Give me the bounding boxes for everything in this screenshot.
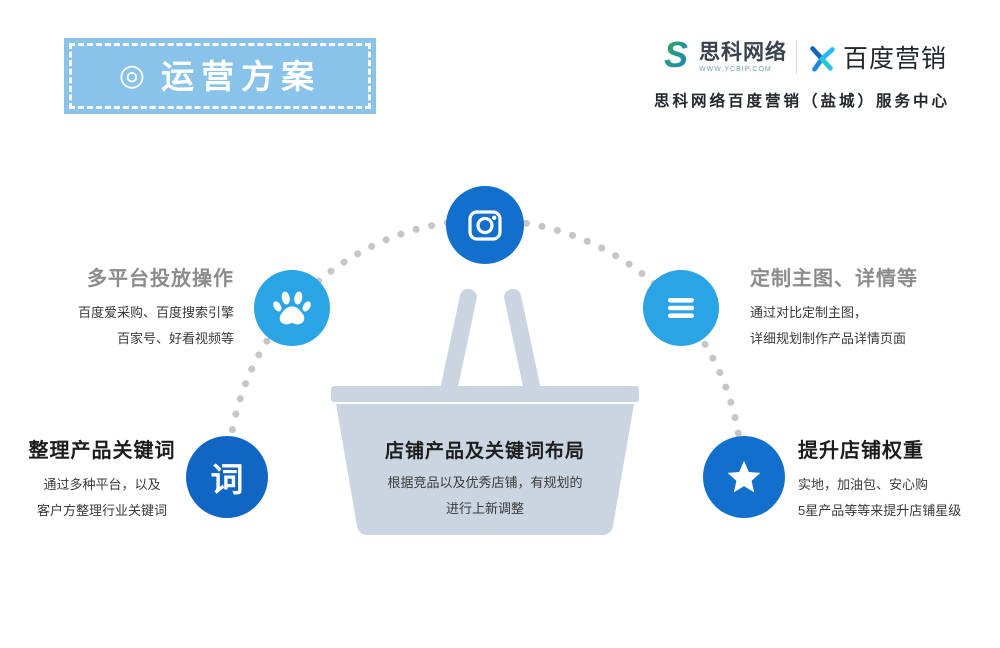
section-title: 提升店铺权重: [798, 440, 924, 462]
brand-primary-name: 思科网络: [698, 40, 787, 64]
page-title: 运营方案: [161, 57, 322, 95]
section-shop-layout: 店铺产品及关键词布局 根据竞品以及优秀店铺，有规划的 进行上新调整: [335, 436, 635, 522]
baidu-marketing-logo: 百度营销: [806, 39, 947, 75]
section-line: 5星产品等等来提升店铺星级: [798, 503, 962, 518]
section-title: 多平台投放操作: [87, 268, 234, 290]
section-line: 百度爱采购、百度搜索引擎: [77, 305, 234, 320]
camera-icon: [468, 210, 502, 241]
section-title: 定制主图、详情等: [750, 268, 918, 290]
baidu-paw-icon: [273, 291, 311, 325]
svg-text:S: S: [664, 36, 688, 75]
brand-primary-url: WWW.YCBIP.COM: [698, 65, 772, 73]
section-line: 实地，加油包、安心购: [798, 477, 929, 492]
section-shop-weight: 提升店铺权重 实地，加油包、安心购 5星产品等等来提升店铺星级: [798, 434, 994, 524]
basket-illustration: [331, 288, 639, 535]
menu-node: [643, 270, 719, 346]
section-line: 进行上新调整: [445, 501, 524, 516]
logo-divider: [795, 40, 797, 74]
section-line: 详细规划制作产品详情页面: [750, 331, 907, 346]
target-bullet-icon: ◎: [118, 59, 146, 92]
section-title: 整理产品关键词: [28, 440, 176, 462]
section-keywords: 整理产品关键词 通过多种平台，以及 客户方整理行业关键词: [12, 434, 192, 524]
brand-header: S 思科网络 WWW.YCBIP.COM 百度营销 思科网络百度营销（盐城）服务…: [632, 36, 972, 111]
baidu-spark-icon: [810, 46, 835, 72]
section-line: 根据竞品以及优秀店铺，有规划的: [387, 475, 583, 490]
section-custom-design: 定制主图、详情等 通过对比定制主图， 详细规划制作产品详情页面: [750, 262, 986, 352]
title-banner-dashed-frame: ◎ 运营方案: [69, 43, 371, 109]
star-icon: [727, 460, 761, 493]
section-multi-platform: 多平台投放操作 百度爱采购、百度搜索引擎 百家号、好看视频等: [8, 262, 234, 352]
section-line: 客户方整理行业关键词: [36, 503, 167, 518]
camera-node: [446, 186, 524, 264]
section-line: 百家号、好看视频等: [116, 331, 234, 346]
word-badge-label: 词: [210, 461, 244, 498]
dotted-arc: [224, 216, 746, 481]
title-banner: ◎ 运营方案: [64, 38, 376, 114]
menu-lines-icon: [668, 298, 694, 318]
paw-node: [254, 270, 330, 346]
service-center-subtitle: 思科网络百度营销（盐城）服务中心: [653, 93, 950, 110]
brand-secondary-name: 百度营销: [842, 45, 947, 73]
section-line: 通过对比定制主图，: [750, 305, 868, 320]
section-line: 通过多种平台，以及: [43, 477, 161, 492]
logo-row: S 思科网络 WWW.YCBIP.COM 百度营销: [632, 36, 972, 78]
word-badge-node: 词: [186, 436, 268, 518]
s-swirl-icon: S: [664, 36, 688, 75]
section-title: 店铺产品及关键词布局: [384, 441, 585, 462]
star-node: [703, 436, 785, 518]
sike-network-logo: S 思科网络 WWW.YCBIP.COM: [657, 36, 787, 78]
